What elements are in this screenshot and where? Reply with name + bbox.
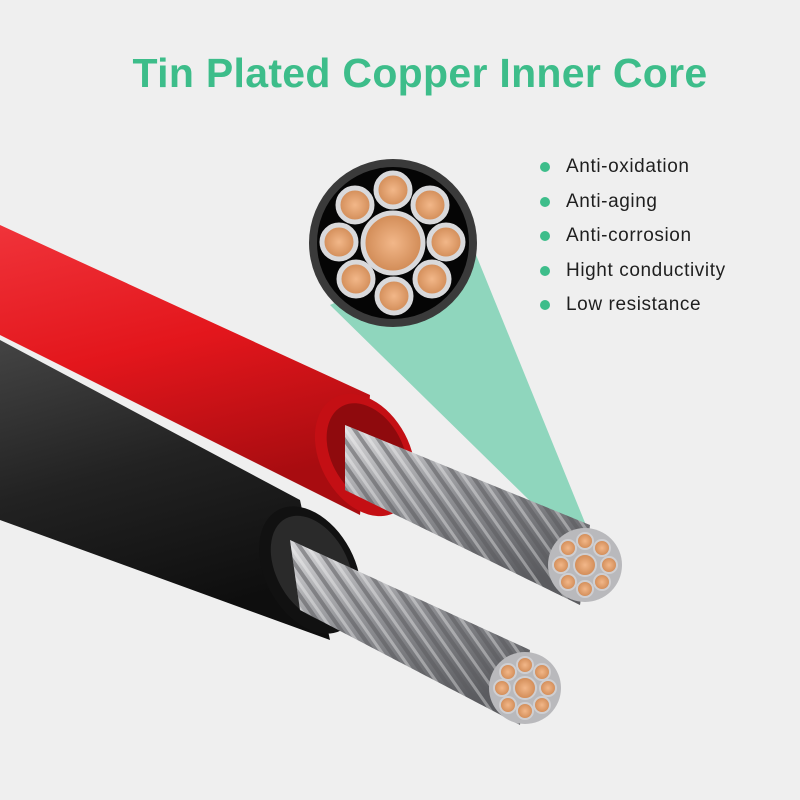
cross-section-icon [309,159,477,327]
feature-label: Anti-corrosion [566,225,692,247]
bullet-icon [540,231,550,242]
bullet-icon [540,265,550,276]
feature-item: Anti-corrosion [540,219,726,254]
feature-label: Low resistance [566,294,702,316]
feature-label: Hight conductivity [566,259,726,281]
bullet-icon [540,300,550,311]
red-cable-wire [345,425,622,605]
feature-label: Anti-aging [566,190,658,212]
bullet-icon [540,196,550,207]
feature-item: Low resistance [540,288,726,323]
bullet-icon [540,162,550,173]
feature-item: Hight conductivity [540,254,726,289]
feature-item: Anti-aging [540,185,726,220]
page-title: Tin Plated Copper Inner Core [132,50,708,96]
black-cable-wire [290,540,561,725]
feature-item: Anti-oxidation [540,150,726,185]
feature-list: Anti-oxidation Anti-aging Anti-corrosion… [540,150,726,323]
feature-label: Anti-oxidation [566,156,690,178]
